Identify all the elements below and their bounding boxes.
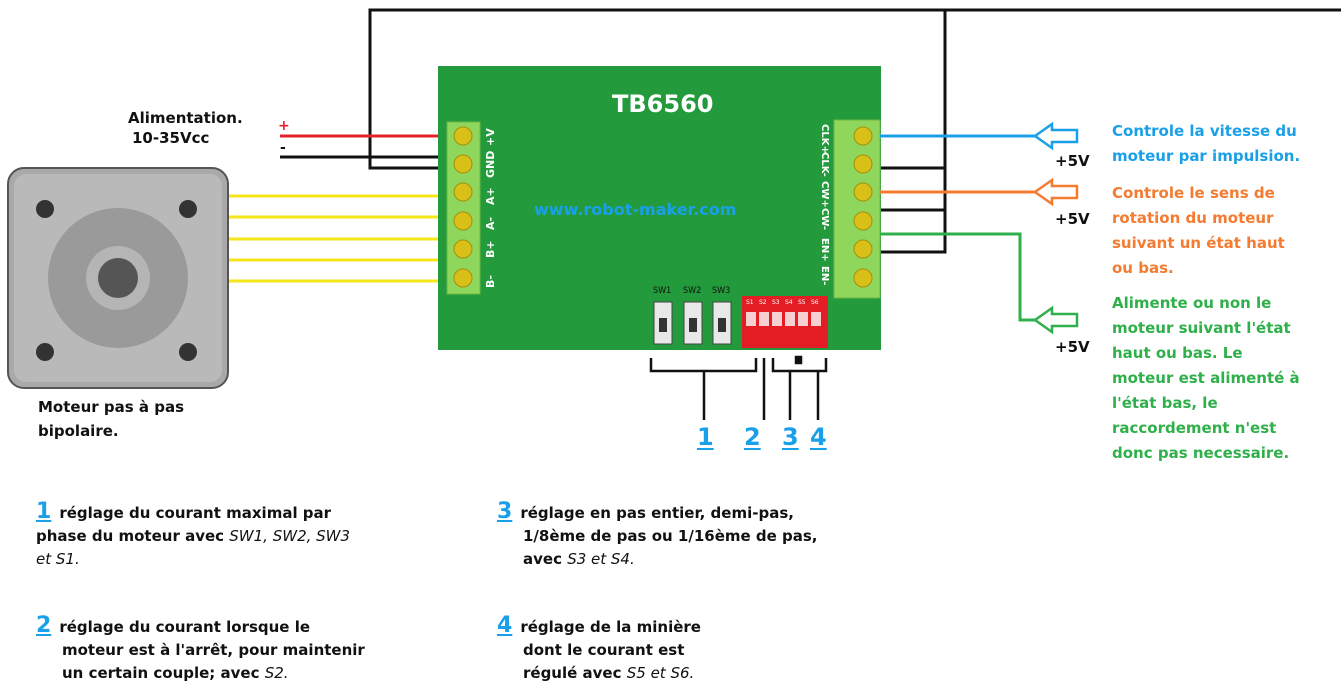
note-3: 3 réglage en pas entier, demi-pas, 1/8ème…: [497, 500, 877, 571]
board-title: TB6560: [612, 90, 714, 118]
sw-switches: [653, 301, 732, 345]
en-desc: Alimente ou non le moteur suivant l'état…: [1112, 293, 1300, 464]
stepper-motor: [7, 167, 229, 389]
note-2-ital-c: S2.: [264, 664, 289, 682]
motor-wires: [228, 194, 455, 283]
motor-label-1: Moteur pas à pas: [38, 398, 185, 416]
group-number-2: 2: [744, 423, 761, 451]
pin-b-minus: B-: [484, 275, 497, 288]
note-2: 2 réglage du courant lorsque le moteur es…: [36, 614, 436, 685]
en-desc-line: Alimente ou non le: [1112, 294, 1272, 312]
note-3-ital-c: S3 et S4.: [567, 550, 635, 568]
dip-s5: S5: [798, 299, 806, 306]
dip-switch-block: [742, 296, 828, 348]
plus5v-en: +5V: [1055, 338, 1090, 356]
note-3-text-a: réglage en pas entier, demi-pas,: [520, 504, 794, 522]
en-desc-line: moteur est alimenté à: [1112, 369, 1300, 387]
note-1: 1 réglage du courant maximal par phase du…: [36, 500, 416, 571]
en-desc-line: l'état bas, le: [1112, 394, 1218, 412]
note-2-number: 2: [36, 613, 52, 638]
pin-clk-minus: CLK-: [819, 152, 830, 177]
motor-label-2: bipolaire.: [38, 422, 119, 440]
power-voltage: 10-35Vcc: [132, 129, 210, 147]
en-desc-line: donc pas necessaire.: [1112, 444, 1290, 462]
cw-desc-line: Controle le sens de: [1112, 184, 1275, 202]
note-2-text-b: moteur est à l'arrêt, pour maintenir: [62, 641, 365, 659]
note-4-text-c: régulé avec: [523, 664, 622, 682]
note-2-text-a: réglage du courant lorsque le: [59, 618, 311, 636]
en-plus-wire: [880, 232, 1035, 322]
group-brackets: [649, 355, 828, 420]
note-1-text-b: phase du moteur avec: [36, 527, 225, 545]
plus5v-clk: +5V: [1055, 152, 1090, 170]
pin-clk-plus: CLK+: [819, 124, 830, 154]
group-number-3: 3: [782, 423, 799, 451]
pin-vplus: +V: [484, 128, 497, 146]
dip-s6: S6: [811, 299, 819, 306]
pin-a-minus: A-: [484, 216, 497, 230]
dip-s4: S4: [785, 299, 793, 306]
cw-desc: Controle le sens de rotation du moteur s…: [1112, 183, 1285, 279]
note-4: 4 réglage de la minière dont le courant e…: [497, 614, 877, 685]
pin-a-plus: A+: [484, 187, 497, 205]
clk-desc-line: moteur par impulsion.: [1112, 147, 1301, 165]
pin-cw-plus: CW+: [819, 181, 830, 208]
power-plus-sign: +: [278, 118, 290, 134]
note-3-number: 3: [497, 499, 513, 524]
plus5v-cw: +5V: [1055, 210, 1090, 228]
left-terminal-block: [446, 121, 481, 295]
clk-desc-line: Controle la vitesse du: [1112, 122, 1297, 140]
dip-s2: S2: [759, 299, 767, 306]
note-1-number: 1: [36, 499, 52, 524]
cw-desc-line: rotation du moteur: [1112, 209, 1274, 227]
note-1-ital-b: SW1, SW2, SW3: [229, 527, 351, 545]
note-3-text-c: avec: [523, 550, 562, 568]
note-2-text-c: un certain couple; avec: [62, 664, 260, 682]
group-number-4: 4: [810, 423, 827, 451]
dip-s1: S1: [746, 299, 754, 306]
note-1-text-a: réglage du courant maximal par: [59, 504, 332, 522]
common-black-wire-right: [880, 10, 947, 254]
en-desc-line: moteur suivant l'état: [1112, 319, 1291, 337]
note-1-ital-c: et S1.: [36, 550, 80, 568]
power-label: Alimentation.: [128, 109, 243, 127]
pin-en-plus: EN+: [819, 238, 830, 262]
group-number-1: 1: [697, 423, 714, 451]
clk-desc: Controle la vitesse du moteur par impuls…: [1112, 121, 1300, 167]
sw2-label: SW2: [683, 286, 702, 296]
power-minus-sign: -: [280, 140, 286, 156]
pin-en-minus: EN-: [819, 266, 830, 286]
sw3-label: SW3: [712, 286, 731, 296]
pin-b-plus: B+: [484, 240, 497, 258]
note-4-number: 4: [497, 613, 513, 638]
cw-desc-line: ou bas.: [1112, 259, 1174, 277]
note-4-text-b: dont le courant est: [523, 641, 685, 659]
sw1-label: SW1: [653, 286, 672, 296]
dip-labels: S1 S2 S3 S4 S5 S6: [746, 299, 824, 306]
en-desc-line: raccordement n'est: [1112, 419, 1277, 437]
note-4-ital-c: S5 et S6.: [626, 664, 695, 682]
cw-desc-line: suivant un état haut: [1112, 234, 1285, 252]
clk-arrow-icon: [1032, 121, 1079, 151]
pin-gnd: GND: [484, 150, 497, 178]
cw-arrow-icon: [1032, 177, 1079, 207]
right-terminal-block: [833, 119, 881, 299]
pin-cw-minus: CW-: [819, 208, 830, 231]
common-black-wire-top: [368, 8, 1341, 170]
dip-s3: S3: [772, 299, 780, 306]
en-desc-line: haut ou bas. Le: [1112, 344, 1243, 362]
note-3-text-b: 1/8ème de pas ou 1/16ème de pas,: [523, 527, 818, 545]
en-arrow-icon: [1032, 305, 1079, 335]
note-4-text-a: réglage de la minière: [520, 618, 701, 636]
board-url: www.robot-maker.com: [534, 200, 737, 219]
